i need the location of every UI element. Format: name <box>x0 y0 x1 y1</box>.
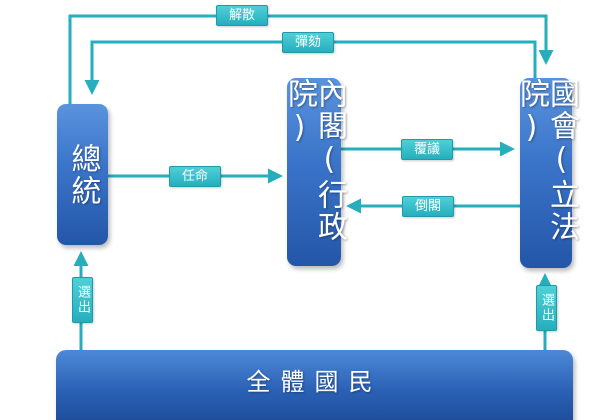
edge-label-no-confidence: 倒閣 <box>402 196 454 217</box>
diagram-canvas: 總統 內閣(行政院) 國會(立法院) 全體國民 解散 彈劾 任命 覆議 倒閣 選… <box>56 5 579 420</box>
node-people: 全體國民 <box>56 350 573 420</box>
node-congress-label: 國會(立法院) <box>514 78 579 243</box>
edge-label-elect-right: 選出 <box>536 285 557 331</box>
node-people-label: 全體國民 <box>246 367 383 396</box>
node-congress: 國會(立法院) <box>514 78 579 268</box>
node-president-label: 總統 <box>65 142 101 207</box>
node-cabinet: 內閣(行政院) <box>282 78 347 266</box>
edge-label-appoint: 任命 <box>169 166 221 187</box>
edge-label-dissolve: 解散 <box>216 5 268 26</box>
node-president: 總統 <box>57 104 108 245</box>
arrow-dissolve <box>68 14 554 104</box>
node-cabinet-label: 內閣(行政院) <box>282 78 347 243</box>
edge-label-elect-left: 選出 <box>72 277 93 323</box>
edge-label-impeach: 彈劾 <box>282 32 334 53</box>
edge-label-reconsider: 覆議 <box>401 139 453 160</box>
